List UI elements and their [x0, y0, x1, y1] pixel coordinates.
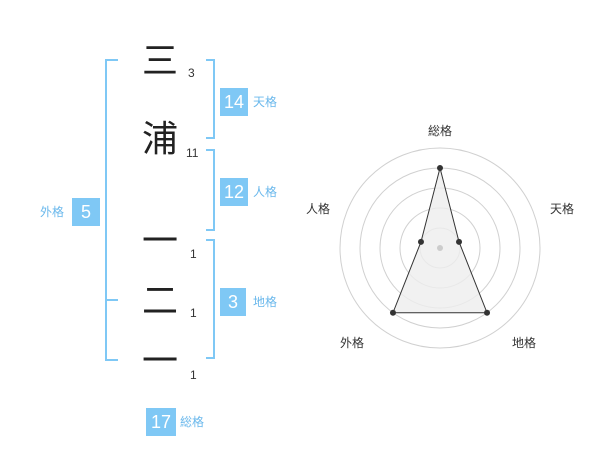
name-char-5: 一 [141, 341, 178, 382]
chikaku-badge: 3 [220, 288, 246, 316]
radar-grid-circle [339, 147, 541, 349]
name-char-4: 二 [141, 281, 178, 322]
stroke-count-2: 11 [186, 146, 199, 160]
name-char-2: 浦 [141, 119, 178, 160]
tenkaku-label: 天格 [253, 95, 278, 109]
radar-point-4 [389, 309, 396, 316]
radar-center-point [437, 245, 443, 251]
radar-point-1 [437, 165, 443, 171]
stroke-count-4: 1 [190, 306, 197, 320]
tenkaku-badge: 14 [220, 88, 248, 116]
jinkaku-label: 人格 [253, 185, 278, 199]
stroke-count-3: 1 [190, 247, 197, 261]
radar-point-5 [417, 238, 424, 245]
radar-series-polygon [392, 167, 488, 314]
radar-label-soukaku: 総格 [428, 124, 453, 138]
soukaku-label: 総格 [180, 415, 205, 429]
name-char-1: 三 [141, 41, 178, 82]
stroke-count-5: 1 [190, 368, 197, 382]
radar-label-jinkaku: 人格 [306, 202, 331, 216]
chikaku-label: 地格 [253, 295, 278, 309]
name-char-3: 一 [141, 221, 178, 262]
radar-label-tenkaku: 天格 [550, 202, 575, 216]
radar-point-2 [456, 238, 463, 245]
radar-point-3 [484, 309, 491, 316]
radar-label-gaikaku: 外格 [340, 336, 365, 350]
stroke-count-1: 3 [188, 66, 195, 80]
gaikaku-label: 外格 [40, 205, 65, 219]
jinkaku-badge: 12 [220, 178, 248, 206]
gaikaku-badge: 5 [72, 198, 100, 226]
radar-label-chikaku: 地格 [512, 336, 537, 350]
soukaku-badge: 17 [146, 408, 176, 436]
